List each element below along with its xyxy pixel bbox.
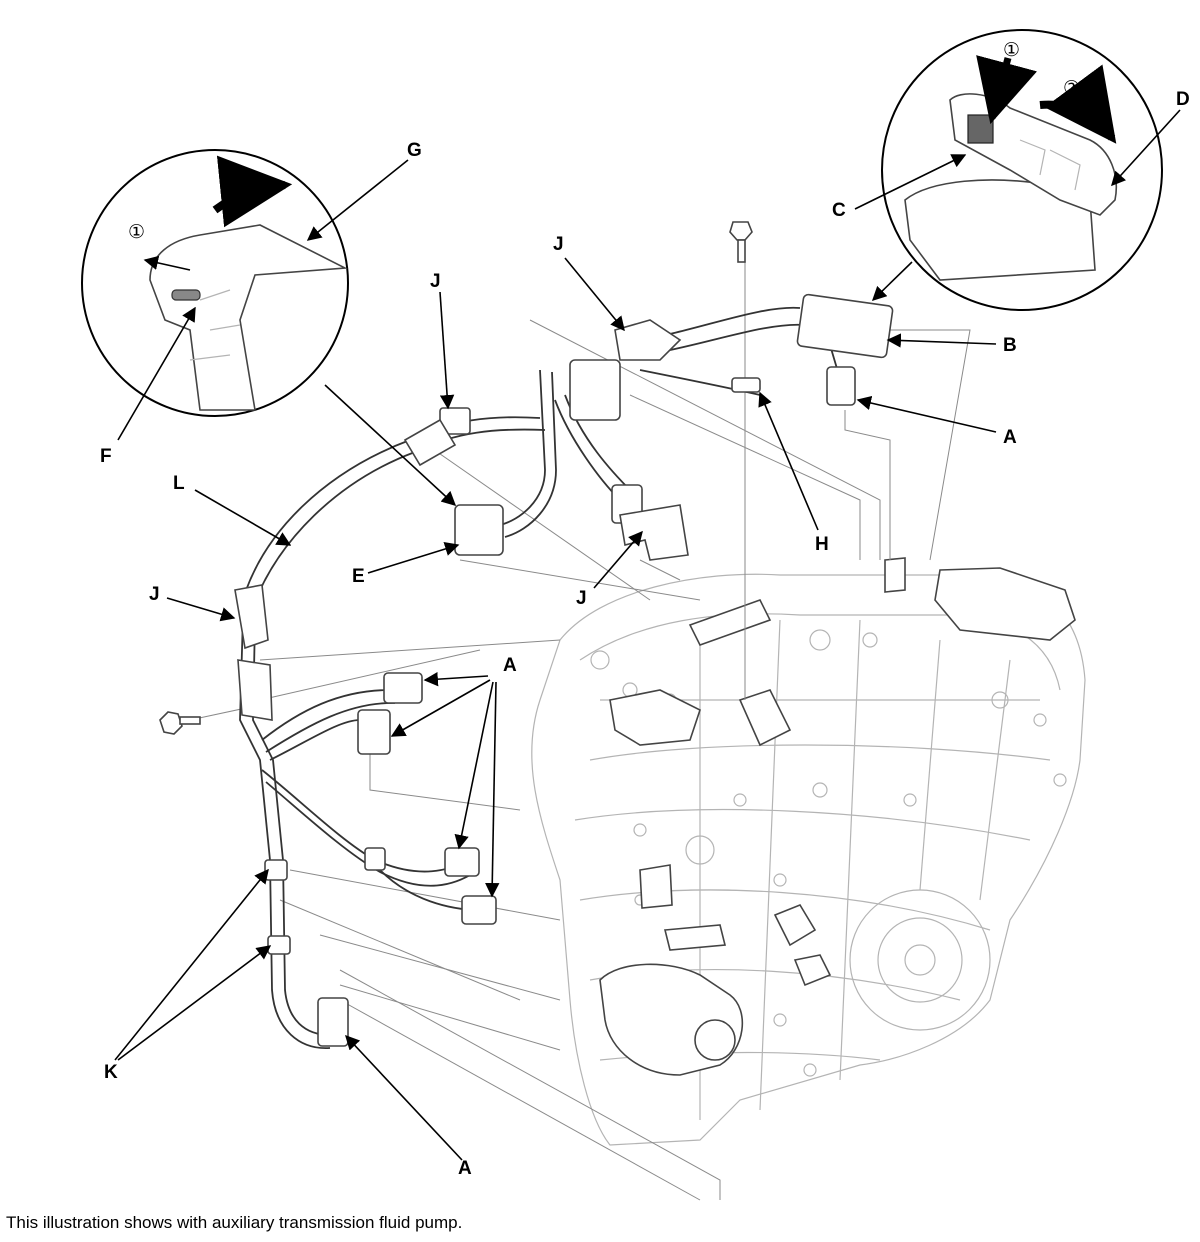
label-g: G: [407, 140, 422, 161]
right-step-1-marker: ①: [1003, 39, 1020, 61]
connectors: [234, 293, 894, 1047]
left-step-2-marker: ②: [218, 157, 235, 179]
step-markers: ① ② ① ②: [128, 39, 1080, 243]
label-b: B: [1003, 335, 1017, 356]
label-a-bottom: A: [458, 1158, 472, 1179]
projection-lines: [189, 260, 971, 1201]
label-c: C: [832, 200, 846, 221]
transmission-housing: [531, 557, 1086, 1146]
figure-caption: This illustration shows with auxiliary t…: [6, 1213, 463, 1232]
label-j-3: J: [576, 588, 587, 609]
leader-lines: [114, 109, 1181, 1161]
label-h: H: [815, 534, 829, 555]
detail-circle-left: [81, 149, 457, 506]
bolt-top: [729, 221, 753, 263]
label-l: L: [173, 473, 185, 494]
wire-harness: [239, 306, 839, 1049]
label-e: E: [352, 566, 365, 587]
bolt-left: [159, 711, 201, 735]
label-j-4: J: [149, 584, 160, 605]
right-step-2-marker: ②: [1063, 77, 1080, 99]
label-f: F: [100, 446, 112, 467]
label-j-2: J: [553, 234, 564, 255]
label-k: K: [104, 1062, 118, 1083]
label-a-middle: A: [503, 655, 517, 676]
detail-circle-right: [871, 29, 1163, 311]
label-d: D: [1176, 89, 1190, 110]
left-step-1-marker: ①: [128, 221, 145, 243]
label-a-top: A: [1003, 427, 1017, 448]
label-j-1: J: [430, 271, 441, 292]
part-labels: B A C D E F G H J J J J L A K A: [100, 89, 1190, 1179]
